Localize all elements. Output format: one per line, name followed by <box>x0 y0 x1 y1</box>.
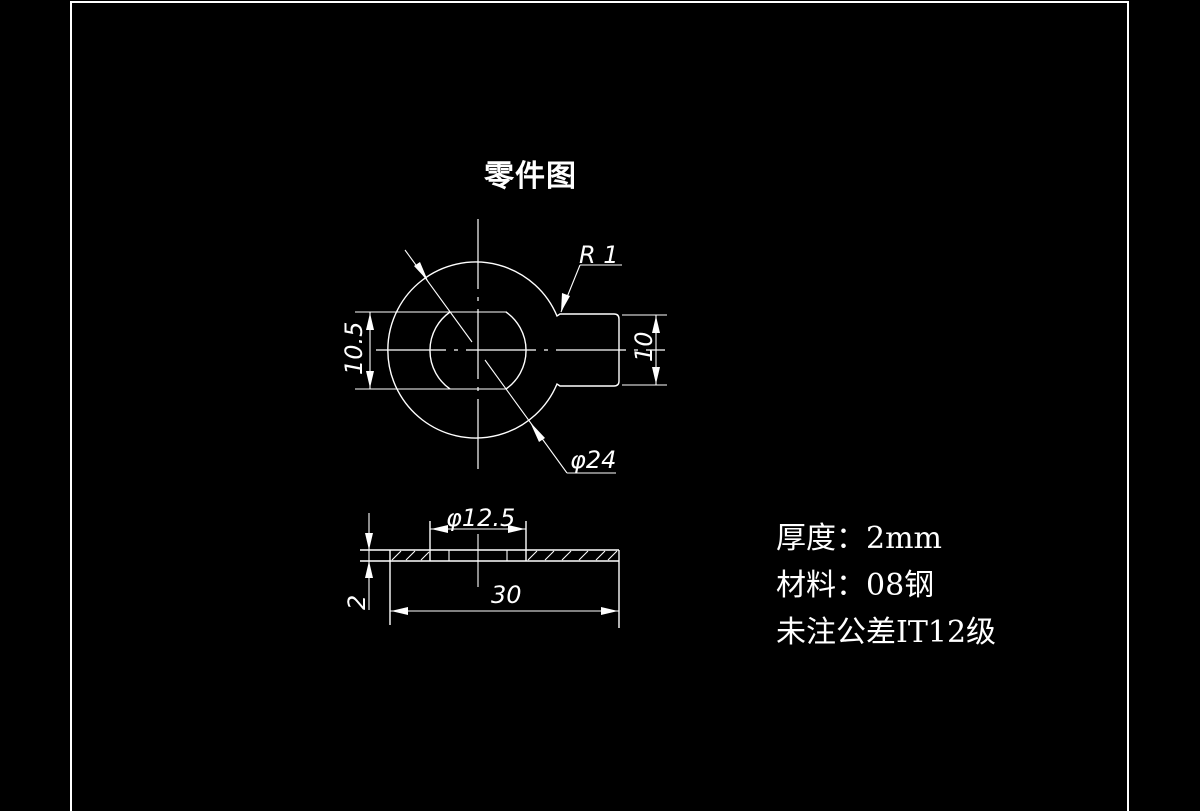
arrow-icon <box>365 533 373 550</box>
technical-notes: 厚度：2mm 材料：08钢 未注公差IT12级 <box>776 515 996 656</box>
section-hatching-left <box>391 550 430 561</box>
note-material: 材料：08钢 <box>776 568 935 603</box>
leader-line-phi24 <box>484 359 568 474</box>
arrow-icon <box>652 316 660 333</box>
drawing-title: 零件图 <box>484 159 577 194</box>
section-view: φ12.5 30 2 <box>343 504 620 628</box>
arrow-icon <box>601 607 618 615</box>
dimension-label-r1: R 1 <box>579 241 619 269</box>
arrow-icon <box>561 293 570 312</box>
arrow-icon <box>366 371 374 388</box>
arrow-icon <box>365 561 373 578</box>
arrow-icon <box>391 607 408 615</box>
dimension-label-phi24: φ24 <box>570 446 616 474</box>
dimension-label-10: 10 <box>630 331 658 362</box>
arrow-icon <box>530 422 545 442</box>
top-view: 10.5 10 R 1 φ24 <box>340 219 667 474</box>
arrow-icon <box>366 313 374 330</box>
dimension-label-phi12.5: φ12.5 <box>446 504 515 532</box>
dimension-label-10.5: 10.5 <box>340 322 368 375</box>
note-tolerance: 未注公差IT12级 <box>776 615 997 650</box>
note-thickness: 厚度：2mm <box>776 521 942 556</box>
outer-profile <box>387 261 620 439</box>
arrow-icon <box>652 367 660 384</box>
drawing-border-frame <box>70 1 1129 811</box>
dimension-label-2: 2 <box>343 595 371 610</box>
section-hatching-right <box>527 550 618 561</box>
dimension-label-30: 30 <box>491 581 522 609</box>
inner-keyhole <box>429 311 527 390</box>
arrow-icon <box>414 262 428 281</box>
arrow-icon <box>431 525 448 533</box>
arrow-icon <box>508 525 525 533</box>
